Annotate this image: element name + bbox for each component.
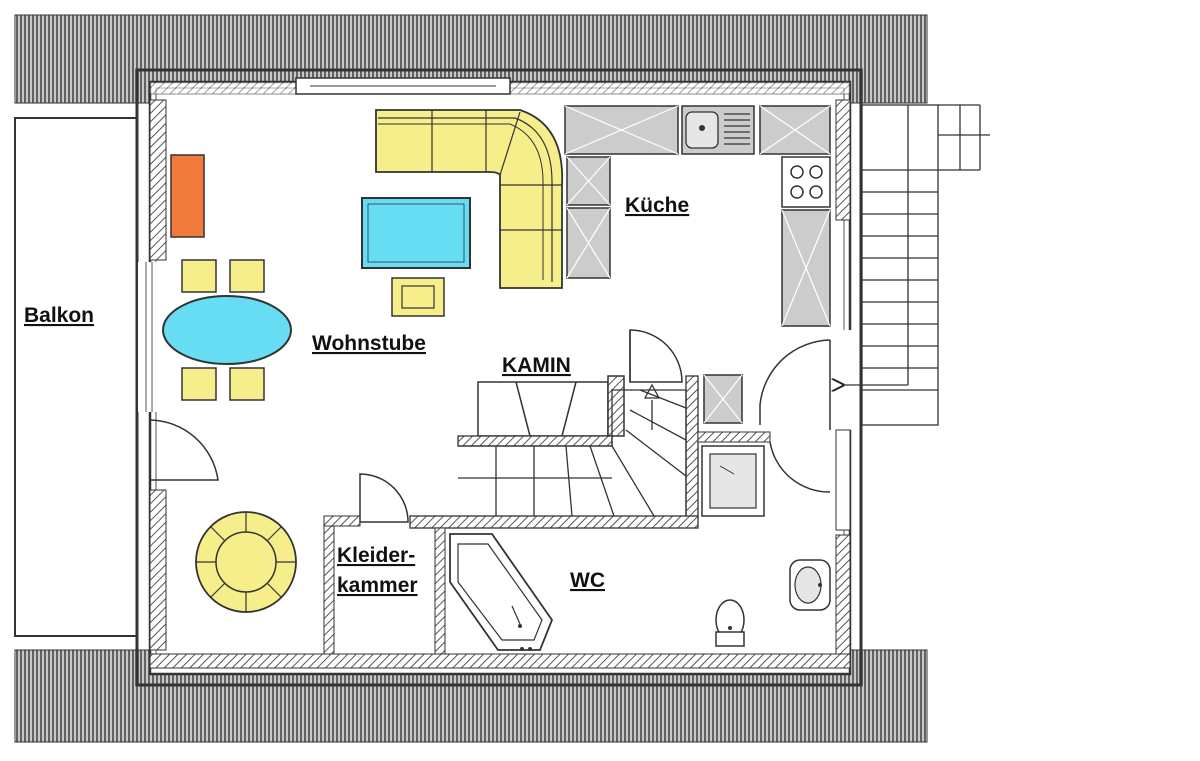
stair-arrow-icon xyxy=(643,383,661,399)
wc-door-swing xyxy=(769,441,831,493)
label-balkon: Balkon xyxy=(24,304,94,327)
sink-icon xyxy=(685,111,750,149)
label-kueche: Küche xyxy=(625,194,689,217)
wc-walls xyxy=(323,429,851,655)
shower-icon xyxy=(701,445,765,517)
kleiderkammer-door-swing xyxy=(359,473,409,523)
door-swing-living xyxy=(149,419,219,481)
wall-hatch-right-lower xyxy=(835,534,851,656)
dining-set xyxy=(162,259,292,401)
stove-icon xyxy=(790,165,823,199)
cabinet-icon xyxy=(170,154,205,238)
stool-inner xyxy=(401,285,435,309)
sofa-icon xyxy=(375,109,564,289)
wall-hatch-left-lower xyxy=(149,489,167,651)
wall-hatch-left-upper xyxy=(149,99,167,261)
balcony-area xyxy=(14,117,138,637)
stool-icon xyxy=(391,277,445,317)
kitchen-counters xyxy=(564,105,831,327)
wall-hatch-right-upper xyxy=(835,99,851,221)
round-table-icon xyxy=(195,511,297,613)
outer-wall xyxy=(135,68,863,687)
label-kleiderkammer-line1: Kleider- xyxy=(337,544,415,567)
kamin-door-swing xyxy=(629,329,683,383)
washbasin-icon xyxy=(789,559,831,611)
label-wohnstube: Wohnstube xyxy=(312,332,426,355)
wall-hatch-bottom xyxy=(149,653,851,669)
dining-table-icon xyxy=(162,295,292,365)
label-kleiderkammer-line2: kammer xyxy=(337,574,418,597)
bathtub-icon xyxy=(449,533,554,651)
coffee-table-inner xyxy=(367,203,465,263)
label-wc: WC xyxy=(570,569,605,592)
label-kamin: KAMIN xyxy=(502,354,571,377)
coffee-table-icon xyxy=(361,197,471,269)
entrance-door-swing xyxy=(759,339,831,425)
toilet-icon xyxy=(715,599,745,647)
inner-stairs xyxy=(409,375,699,529)
exterior-stairs xyxy=(842,104,990,426)
entrance-gap xyxy=(835,330,853,430)
